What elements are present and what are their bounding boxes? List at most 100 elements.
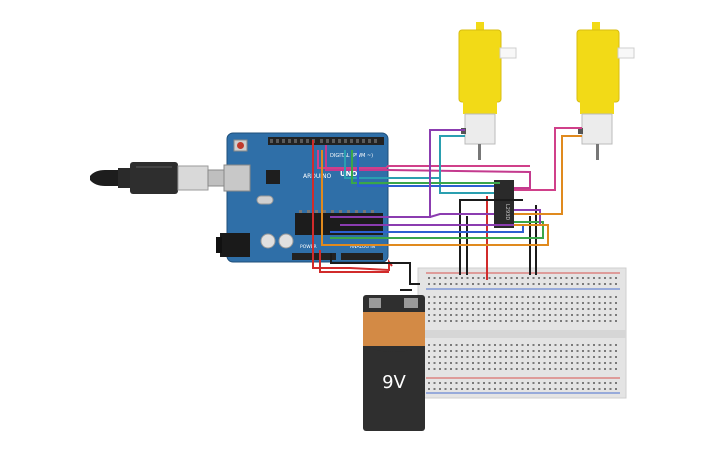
breadboard-hole <box>598 344 601 346</box>
breadboard-hole <box>576 382 579 384</box>
breadboard-hole <box>549 388 551 390</box>
breadboard-hole <box>532 388 535 390</box>
breadboard-hole <box>521 277 524 279</box>
breadboard-hole <box>609 344 612 346</box>
breadboard-hole <box>439 350 441 352</box>
breadboard-hole <box>521 320 524 322</box>
breadboard-hole <box>428 283 430 285</box>
breadboard-hole <box>532 302 535 304</box>
breadboard-hole <box>554 308 557 310</box>
breadboard-hole <box>587 296 590 298</box>
breadboard-hole <box>615 277 617 279</box>
breadboard-hole <box>505 356 507 358</box>
breadboard-hole <box>554 388 557 390</box>
breadboard-hole <box>532 382 535 384</box>
breadboard-hole <box>604 344 606 346</box>
breadboard-hole <box>582 344 584 346</box>
breadboard-hole <box>477 314 480 316</box>
breadboard-hole <box>598 368 601 370</box>
breadboard-hole <box>554 296 557 298</box>
breadboard-hole <box>461 302 463 304</box>
breadboard-hole <box>554 382 557 384</box>
breadboard-hole <box>516 314 518 316</box>
breadboard-hole <box>609 320 612 322</box>
breadboard-hole <box>576 314 579 316</box>
arduino-model: UNO <box>340 170 358 178</box>
breadboard-hole <box>488 283 491 285</box>
breadboard-hole <box>604 350 606 352</box>
breadboard-hole <box>477 362 480 364</box>
breadboard-hole <box>593 388 595 390</box>
breadboard-hole <box>433 308 436 310</box>
breadboard-hole <box>466 320 469 322</box>
analog-label: ANALOG IN <box>350 244 375 250</box>
breadboard-hole <box>450 320 452 322</box>
breadboard-hole <box>604 356 606 358</box>
breadboard-hole <box>565 283 568 285</box>
breadboard-hole <box>609 314 612 316</box>
breadboard-hole <box>565 368 568 370</box>
breadboard-hole <box>604 388 606 390</box>
breadboard-hole <box>609 308 612 310</box>
breadboard-hole <box>516 350 518 352</box>
breadboard-hole <box>576 320 579 322</box>
breadboard-hole <box>455 388 458 390</box>
breadboard-hole <box>543 302 546 304</box>
breadboard-hole <box>499 368 502 370</box>
breadboard-hole <box>598 382 601 384</box>
breadboard-hole <box>598 388 601 390</box>
breadboard-hole <box>428 302 430 304</box>
breadboard-hole <box>428 356 430 358</box>
breadboard-hole <box>466 283 469 285</box>
breadboard-hole <box>543 388 546 390</box>
breadboard-hole <box>615 320 617 322</box>
breadboard-hole <box>488 320 491 322</box>
breadboard-hole <box>505 388 507 390</box>
breadboard-hole <box>477 356 480 358</box>
breadboard-hole <box>582 356 584 358</box>
breadboard-hole <box>543 296 546 298</box>
breadboard-hole <box>615 344 617 346</box>
breadboard-hole <box>477 388 480 390</box>
breadboard-hole <box>554 283 557 285</box>
breadboard-hole <box>439 368 441 370</box>
breadboard-hole <box>433 277 436 279</box>
breadboard-hole <box>598 277 601 279</box>
breadboard-hole <box>428 382 430 384</box>
breadboard-hole <box>455 314 458 316</box>
breadboard-hole <box>450 388 452 390</box>
breadboard-hole <box>532 368 535 370</box>
battery-label: 9V <box>382 372 406 393</box>
breadboard-hole <box>444 356 447 358</box>
breadboard-hole <box>543 350 546 352</box>
breadboard-hole <box>483 344 485 346</box>
breadboard-hole <box>499 308 502 310</box>
battery-9v: 9V <box>363 295 425 431</box>
breadboard-hole <box>521 350 524 352</box>
breadboard-hole <box>593 277 595 279</box>
breadboard-hole <box>565 382 568 384</box>
breadboard-hole <box>505 362 507 364</box>
breadboard-hole <box>587 356 590 358</box>
breadboard-hole <box>615 308 617 310</box>
breadboard-hole <box>488 314 491 316</box>
breadboard-hole <box>560 356 562 358</box>
breadboard-hole <box>428 362 430 364</box>
breadboard-hole <box>505 320 507 322</box>
breadboard-hole <box>510 320 513 322</box>
breadboard-hole <box>439 302 441 304</box>
breadboard-hole <box>466 350 469 352</box>
breadboard-hole <box>499 344 502 346</box>
breadboard-hole <box>455 344 458 346</box>
breadboard-hole <box>571 356 573 358</box>
breadboard-hole <box>494 314 496 316</box>
breadboard-hole <box>560 320 562 322</box>
breadboard-hole <box>521 362 524 364</box>
breadboard-hole <box>466 302 469 304</box>
breadboard-hole <box>532 308 535 310</box>
breadboard-hole <box>554 314 557 316</box>
breadboard-hole <box>461 277 463 279</box>
breadboard-hole <box>483 314 485 316</box>
breadboard-hole <box>472 368 474 370</box>
